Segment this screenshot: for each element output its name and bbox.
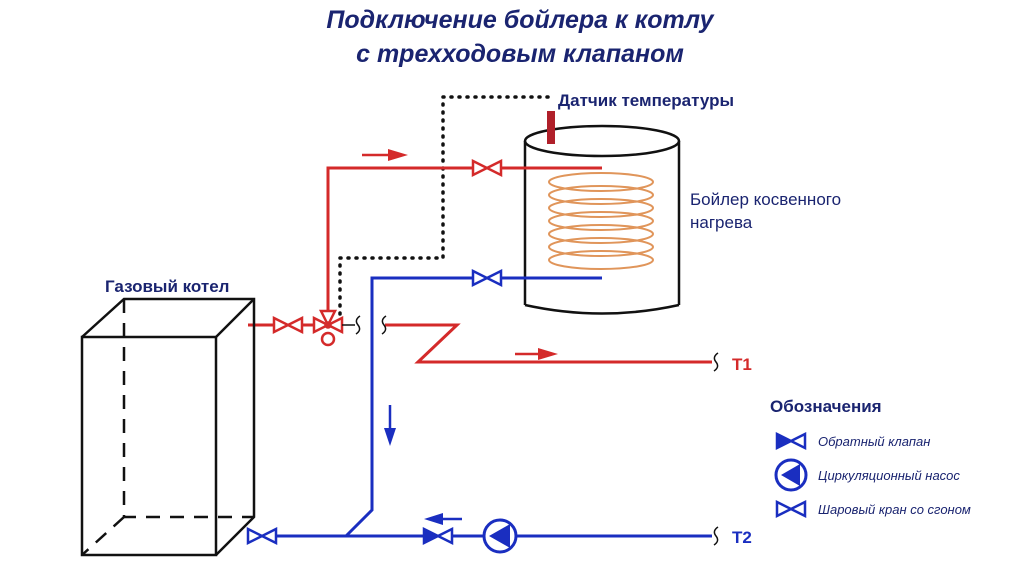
gas-boiler-label: Газовый котел <box>105 277 229 296</box>
t1-label: T1 <box>732 355 752 374</box>
check-valve-icon <box>775 431 807 451</box>
ball-valve-icon <box>775 499 807 519</box>
supply-flow-arrow-t1 <box>515 348 558 360</box>
gas-boiler <box>80 297 256 557</box>
temperature-sensor <box>547 111 555 144</box>
circulation-pump-icon <box>774 458 808 492</box>
ball-valve-boiler-inlet <box>246 526 278 546</box>
check-valve-return <box>422 526 454 546</box>
legend-item-ball-valve: Шаровый кран со сгоном <box>818 502 971 517</box>
three-way-valve <box>312 309 344 347</box>
return-flow-arrow-left <box>424 513 462 525</box>
title-line-2: с трехходовым клапаном <box>356 40 684 68</box>
sensor-signal-line <box>338 95 550 322</box>
boiler-label-2: нагрева <box>690 213 753 232</box>
circulation-pump <box>482 518 518 554</box>
legend-item-check-valve: Обратный клапан <box>818 434 930 449</box>
title-line-1: Подключение бойлера к котлу <box>326 6 714 34</box>
indirect-boiler-tank <box>523 124 681 315</box>
return-flow-arrow-down <box>384 405 396 446</box>
ball-valve-supply-top <box>471 158 503 178</box>
t2-label: T2 <box>732 528 752 547</box>
legend-heading: Обозначения <box>770 397 882 416</box>
ball-valve-return-top <box>471 268 503 288</box>
supply-flow-arrow <box>362 149 408 161</box>
legend: Обозначения Обратный клапан Циркуляционн… <box>770 397 971 519</box>
sensor-label: Датчик температуры <box>558 91 734 110</box>
boiler-label-1: Бойлер косвенного <box>690 190 841 209</box>
return-pipe <box>248 276 712 538</box>
ball-valve-boiler-outlet <box>272 315 304 335</box>
legend-item-pump: Циркуляционный насос <box>818 468 960 483</box>
heating-coil <box>548 172 654 270</box>
pipe-break-marks <box>342 315 719 546</box>
